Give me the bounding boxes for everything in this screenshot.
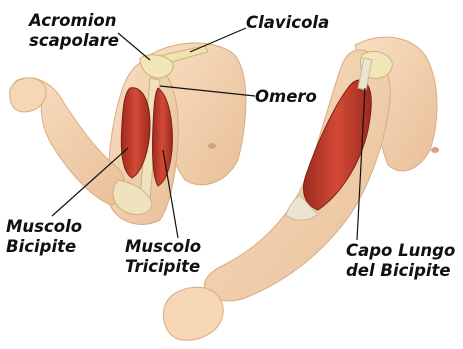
label-capo-lungo-bicipite: Capo Lungo del Bicipite <box>346 241 455 281</box>
label-capo-line2: del Bicipite <box>346 261 455 281</box>
label-muscolo-bicipite: Muscolo Bicipite <box>6 217 82 257</box>
label-clavicola-text: Clavicola <box>246 13 329 33</box>
label-clavicola: Clavicola <box>246 13 329 33</box>
label-omero-text: Omero <box>255 87 317 107</box>
left-fist <box>10 78 46 112</box>
label-acromion-line2: scapolare <box>29 31 119 51</box>
label-acromion-line1: Acromion <box>29 11 119 31</box>
label-tricipite-line1: Muscolo <box>125 237 201 257</box>
left-arm-figure <box>10 43 246 224</box>
label-acromion-scapolare: Acromion scapolare <box>29 11 119 51</box>
right-chest-detail <box>431 147 439 153</box>
label-tricipite-line2: Tricipite <box>125 257 201 277</box>
right-fist <box>164 287 224 340</box>
left-chest-detail <box>208 143 216 149</box>
label-capo-line1: Capo Lungo <box>346 241 455 261</box>
label-bicipite-line2: Bicipite <box>6 237 82 257</box>
leader-acromion <box>118 33 150 60</box>
label-omero: Omero <box>255 87 317 107</box>
label-bicipite-line1: Muscolo <box>6 217 82 237</box>
label-muscolo-tricipite: Muscolo Tricipite <box>125 237 201 277</box>
